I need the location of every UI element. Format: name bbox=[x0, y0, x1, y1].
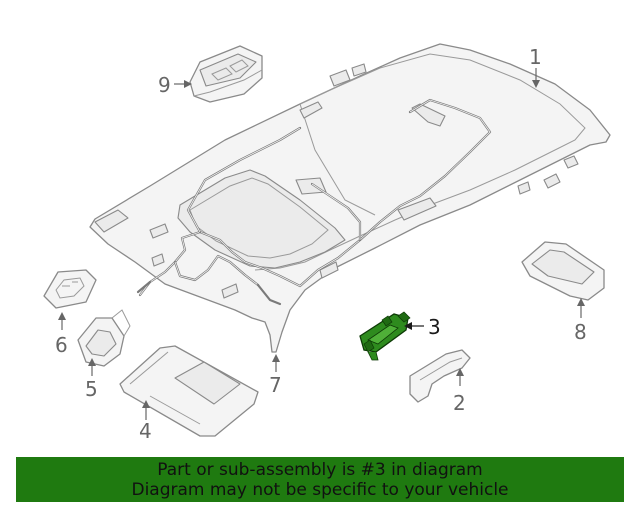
callout-3: 3 bbox=[428, 315, 441, 339]
highlighted-part-3 bbox=[359, 311, 411, 361]
banner-line-2: Diagram may not be specific to your vehi… bbox=[131, 479, 509, 500]
banner-line-1: Part or sub-assembly is #3 in diagram bbox=[157, 459, 483, 480]
callout-6: 6 bbox=[55, 333, 68, 357]
callout-9: 9 bbox=[158, 73, 171, 97]
callout-1: 1 bbox=[529, 45, 542, 69]
leader-lines bbox=[58, 68, 585, 420]
callout-2: 2 bbox=[453, 391, 466, 415]
callout-8: 8 bbox=[574, 320, 587, 344]
switch-part bbox=[77, 309, 131, 367]
callout-4: 4 bbox=[139, 419, 152, 443]
rear-lamp-part bbox=[521, 241, 605, 301]
info-banner: Part or sub-assembly is #3 in diagram Di… bbox=[16, 457, 624, 502]
callout-7: 7 bbox=[269, 373, 282, 397]
headliner-part bbox=[89, 43, 611, 353]
bracket-part bbox=[43, 269, 97, 309]
map-lamp-part bbox=[189, 45, 263, 103]
callout-5: 5 bbox=[85, 377, 98, 401]
parts-diagram: 1 2 3 4 5 6 7 8 9 bbox=[43, 43, 611, 443]
grab-handle-part bbox=[409, 349, 471, 403]
